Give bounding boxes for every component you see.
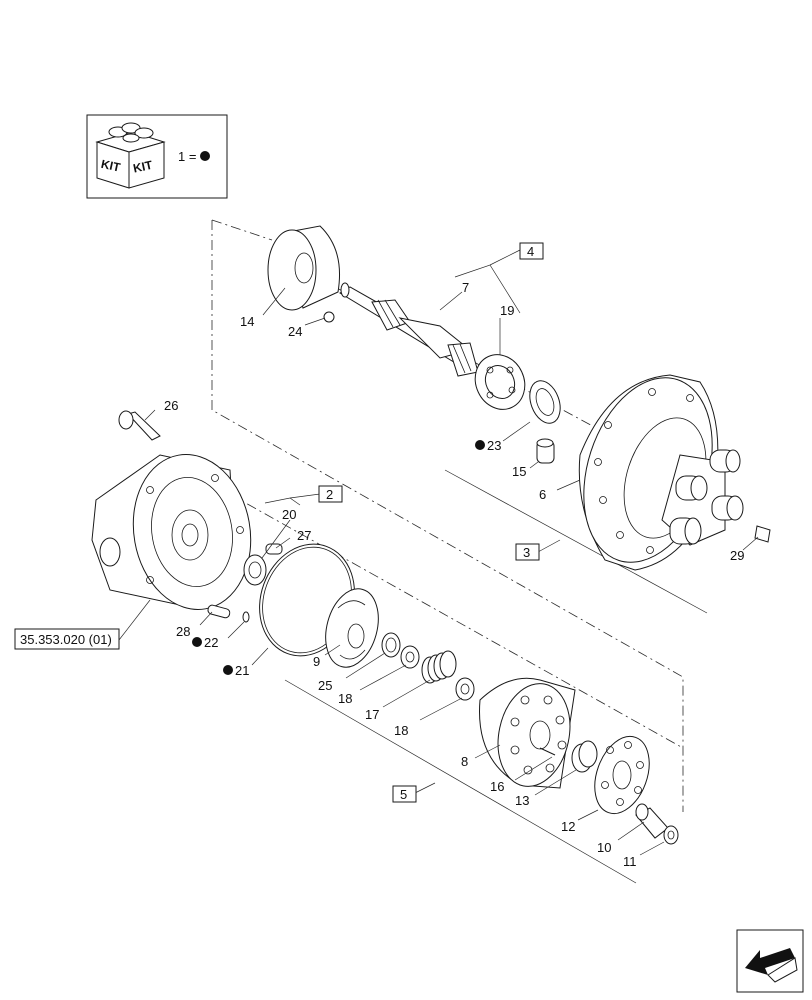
ball-24 [323,311,335,323]
label-7: 7 [462,280,469,295]
label-6: 6 [539,487,546,502]
coupling-disc [267,225,341,323]
kit-text-right: KIT [132,158,154,176]
kit-dot-icon [192,637,202,647]
port-plate-housing [91,454,252,610]
shoe-plate-12 [594,735,650,815]
roller-bearing-23 [529,380,561,424]
label-20: 20 [282,507,296,522]
valve-plate-9 [325,588,379,668]
kit-text-left: KIT [100,157,122,175]
svg-text:3: 3 [523,545,530,560]
label-27: 27 [297,528,311,543]
label-9: 9 [313,654,320,669]
group-label-5: 5 [392,785,417,803]
label-13: 13 [515,793,529,808]
group-label-4: 4 [519,242,544,260]
kit-dot-icon [223,665,233,675]
group-label-3: 3 [515,543,540,561]
reference-text[interactable]: 35.353.020 (01) [20,632,112,647]
label-18b: 18 [394,723,408,738]
label-17: 17 [365,707,379,722]
assembly-boundary [159,219,684,812]
label-15: 15 [512,464,526,479]
kit-box-icon: KIT KIT [95,122,166,189]
spring-17 [421,650,457,684]
small-parts-left [207,543,283,623]
navigation-arrow-icon[interactable] [736,929,804,993]
svg-text:2: 2 [326,487,333,502]
svg-text:5: 5 [400,787,407,802]
label-16: 16 [490,779,504,794]
label-12: 12 [561,819,575,834]
part-labels: 7 19 14 24 26 23 15 6 29 20 27 28 22 21 … [164,280,744,869]
splined-shaft [339,282,479,377]
group-brackets [264,249,708,884]
kit-legend: KIT KIT 1 = [86,114,228,199]
label-18a: 18 [338,691,352,706]
retainer-13 [571,740,598,773]
kit-equation: 1 = [178,149,196,164]
label-21: 21 [235,663,249,678]
label-10: 10 [597,840,611,855]
label-25: 25 [318,678,332,693]
label-23: 23 [487,438,501,453]
reference-link[interactable]: 35.353.020 (01) [14,628,120,650]
label-29: 29 [730,548,744,563]
label-22: 22 [204,635,218,650]
svg-text:4: 4 [527,244,534,259]
kit-dot-icon [475,440,485,450]
label-28: 28 [176,624,190,639]
plug-29 [754,525,771,543]
label-8: 8 [461,754,468,769]
group-label-2: 2 [318,485,343,503]
label-19: 19 [500,303,514,318]
piston-10 [635,803,679,845]
label-24: 24 [288,324,302,339]
label-26: 26 [164,398,178,413]
label-11: 11 [623,854,637,869]
bolt-26 [118,410,161,441]
cylinder-block-8 [479,677,576,789]
label-14: 14 [240,314,254,329]
pin-15 [536,438,555,464]
leader-lines [118,287,759,856]
spring-stack [381,632,475,701]
bearing-19 [474,354,526,410]
kit-dot-icon [200,151,210,161]
motor-housing [578,374,771,571]
